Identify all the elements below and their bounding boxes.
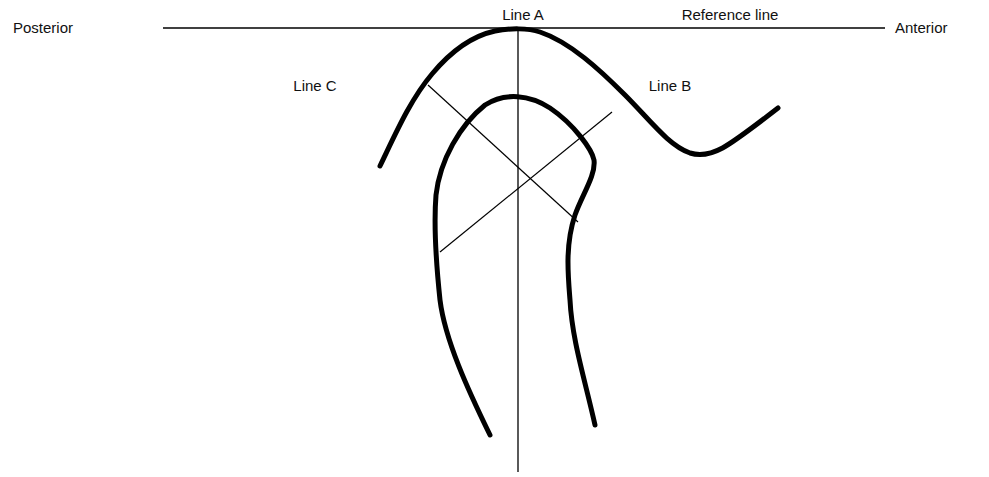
line-label: Line C	[293, 78, 336, 95]
line-label: Reference line	[682, 7, 779, 24]
inner-contour	[435, 97, 595, 435]
line-b	[440, 112, 612, 252]
side-label: Anterior	[892, 20, 951, 37]
line-label: Line B	[649, 78, 692, 95]
outer-contour	[380, 29, 778, 166]
side-label: Posterior	[10, 20, 76, 37]
line-label: Line A	[502, 7, 544, 24]
